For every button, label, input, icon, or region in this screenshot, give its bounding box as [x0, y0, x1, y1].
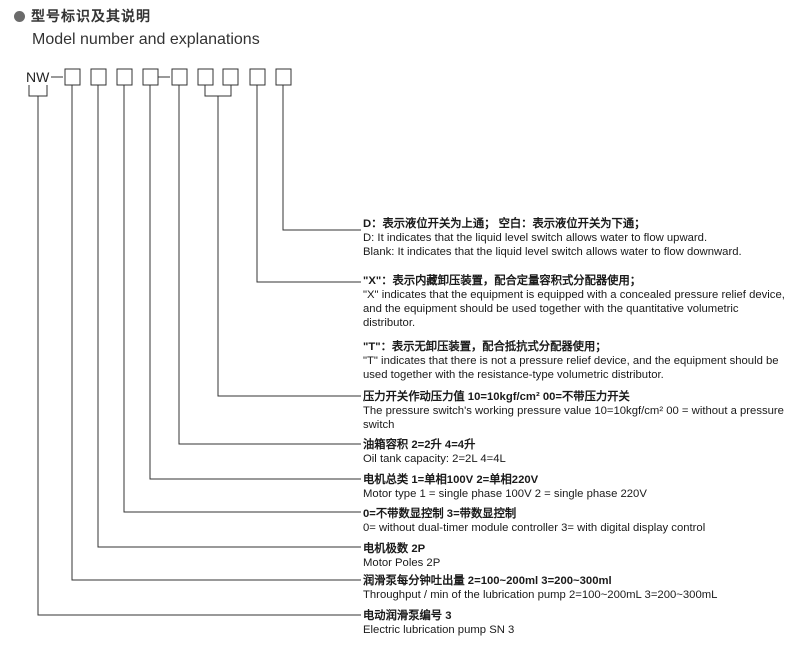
desc-throughput: 润滑泵每分钟吐出量 2=100~200ml 3=200~300ml Throug… [363, 575, 718, 601]
desc-pump-serial: 电动润滑泵编号 3 Electric lubrication pump SN 3 [363, 610, 515, 636]
leader-line [178, 85, 361, 445]
leader-line [217, 96, 361, 397]
leader-line [282, 85, 361, 231]
code-box [64, 68, 81, 86]
title-chinese: 型号标识及其说明 [31, 8, 151, 24]
title-english: Model number and explanations [32, 31, 260, 48]
bullet-icon [14, 10, 25, 22]
pressure-bracket [204, 85, 232, 97]
model-prefix: NW [26, 69, 50, 85]
desc-liquid-level-switch: D：表示液位开关为上通； 空白：表示液位开关为下通； D: It indicat… [363, 218, 742, 258]
code-box [90, 68, 107, 86]
code-box [197, 68, 214, 86]
code-box [142, 68, 159, 86]
prefix-bracket [28, 85, 48, 97]
desc-display-control: 0=不带数显控制 3=带数显控制 0= without dual-timer m… [363, 508, 706, 534]
leader-line [149, 85, 361, 480]
leader-line [256, 85, 361, 283]
desc-motor-poles: 电机极数 2P Motor Poles 2P [363, 543, 441, 569]
code-box [222, 68, 239, 86]
leader-line [37, 96, 361, 616]
leader-line [123, 85, 361, 513]
desc-pressure-relief-t: "T"：表示无卸压装置，配合抵抗式分配器使用； "T" indicates th… [363, 341, 779, 381]
code-box [249, 68, 266, 86]
leader-line [71, 85, 361, 581]
desc-pressure-relief-x: "X"：表示内藏卸压装置，配合定量容积式分配器使用； "X" indicates… [363, 275, 785, 329]
leader-line [97, 85, 361, 548]
code-box [275, 68, 292, 86]
code-box [116, 68, 133, 86]
section-title: 型号标识及其说明 [14, 6, 151, 26]
desc-pressure-switch: 压力开关作动压力值 10=10kgf/cm² 00=不带压力开关 The pre… [363, 391, 784, 431]
code-box [171, 68, 188, 86]
desc-oil-tank: 油箱容积 2=2升 4=4升 Oil tank capacity: 2=2L 4… [363, 439, 506, 465]
desc-motor-type: 电机总类 1=单相100V 2=单相220V Motor type 1 = si… [363, 474, 647, 500]
